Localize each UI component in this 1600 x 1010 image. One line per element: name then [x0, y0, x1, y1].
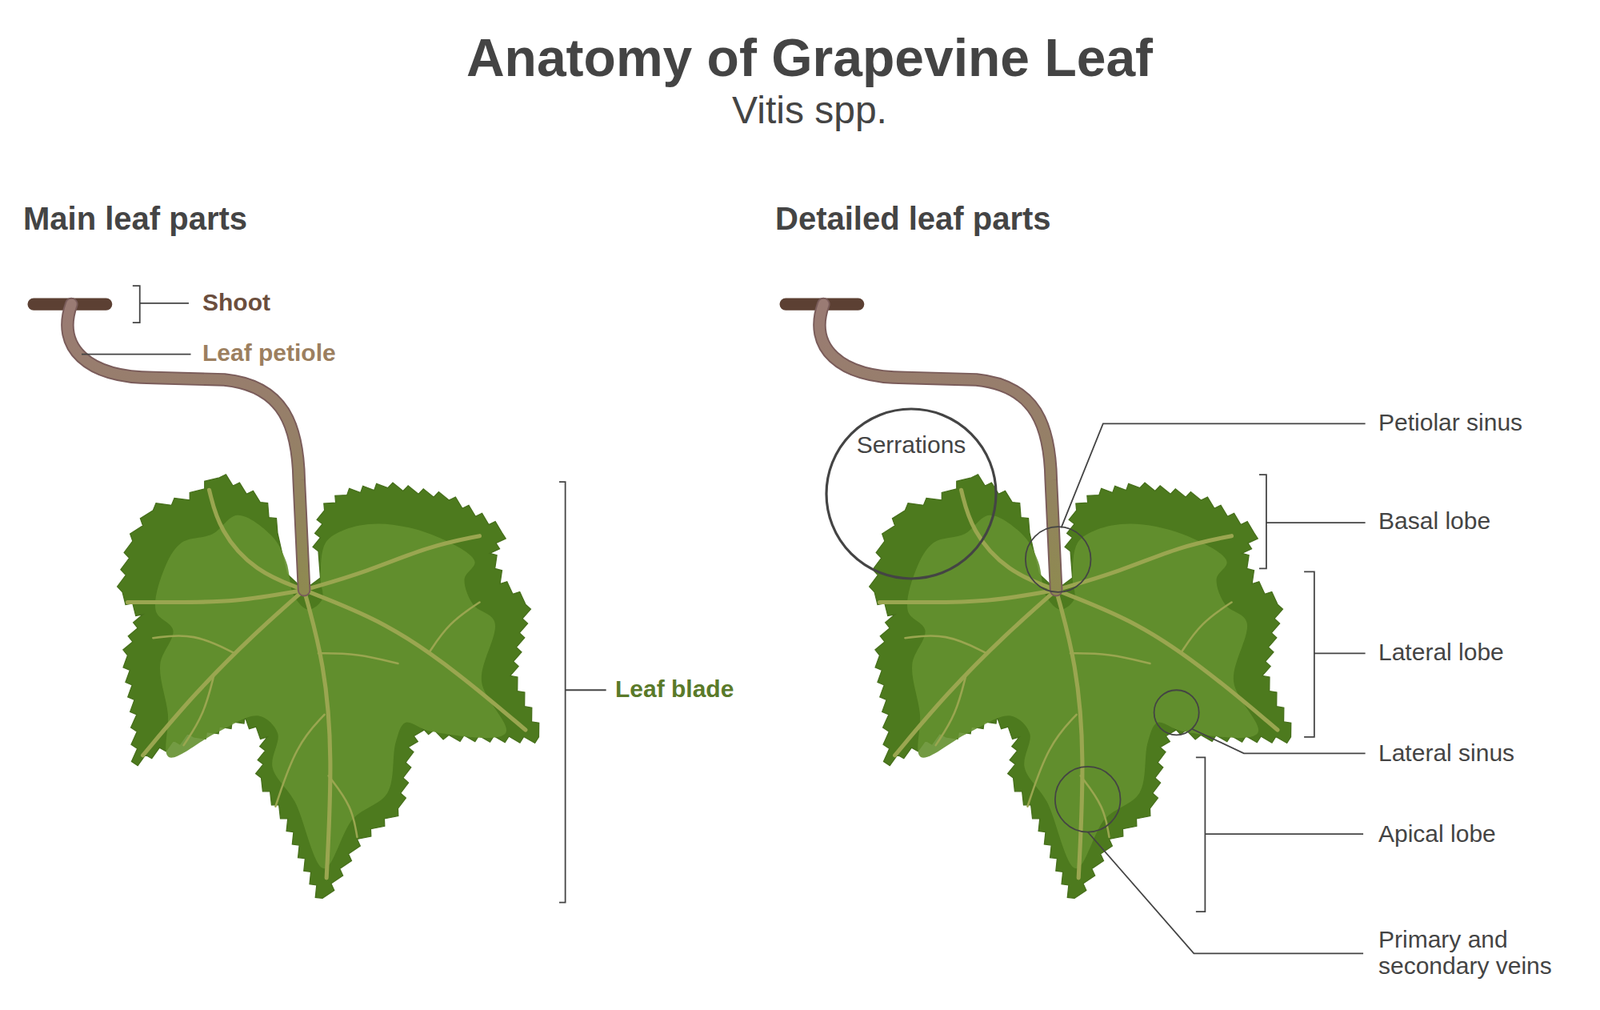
leaf-vein: [1056, 589, 1278, 730]
leaf-vein: [1180, 602, 1232, 654]
leaf-vein: [328, 775, 358, 837]
leaf-blade: [869, 474, 1292, 899]
part-label: Lateral lobe: [1378, 637, 1504, 667]
blade-bracket: [559, 481, 607, 903]
shoot-bracket: [132, 285, 189, 323]
part-label: Leaf blade: [615, 674, 734, 704]
leaf-vein: [879, 589, 1056, 602]
lateral-sinus-leader: [1192, 728, 1366, 754]
panel-heading: Main leaf parts: [23, 199, 248, 238]
leaf-vein: [1027, 714, 1076, 807]
part-label: Basal lobe: [1378, 506, 1491, 536]
leaf-vein: [895, 589, 1057, 756]
detail-circle: [1154, 689, 1200, 735]
leaf-vein: [184, 673, 215, 745]
lateral-lobe-bracket: [1304, 571, 1366, 737]
title: Anatomy of Grapevine Leaf: [466, 26, 1153, 90]
leaf-vein: [304, 589, 526, 730]
leaf-vein: [1070, 652, 1150, 664]
part-label: Apical lobe: [1378, 819, 1496, 848]
leaf-vein: [428, 602, 480, 654]
apical-lobe-bracket: [1196, 756, 1364, 912]
leaf-vein: [127, 589, 304, 602]
leaf-vein: [304, 536, 480, 591]
part-label: Petiolar sinus: [1378, 408, 1523, 437]
leaf-vein: [275, 714, 324, 807]
veins-leader: [1088, 832, 1364, 954]
leaf-vein: [208, 489, 304, 590]
leaf-vein: [143, 589, 305, 756]
leaf-vein: [904, 635, 987, 653]
node-label: Serrations: [824, 431, 998, 459]
part-label: Primary and secondary veins: [1378, 925, 1579, 979]
panel-heading: Detailed leaf parts: [775, 199, 1052, 238]
part-label: Shoot: [202, 288, 271, 317]
leaf-figure: [785, 304, 1292, 898]
part-label: Leaf petiole: [202, 338, 336, 368]
leaf-vein: [961, 489, 1057, 590]
basal-lobe-bracket: [1259, 474, 1366, 568]
leader-lines: [81, 285, 1366, 953]
subtitle: Vitis spp.: [732, 87, 888, 134]
leaf-vein: [318, 652, 398, 664]
petiole-leader: [81, 353, 191, 356]
leaf-petiole: [819, 304, 1056, 590]
leaf-figure: [33, 304, 540, 898]
detail-circle: [1025, 526, 1092, 592]
serrations-circle: Serrations: [824, 407, 998, 580]
leaf-vein: [936, 673, 967, 745]
leaf-blade: [117, 474, 540, 899]
petiole-outline: [819, 304, 1056, 590]
petiolar-sinus-leader: [1061, 423, 1366, 528]
detail-circle: [1055, 766, 1121, 832]
leaf-vein: [152, 635, 235, 653]
part-label: Lateral sinus: [1378, 738, 1515, 768]
